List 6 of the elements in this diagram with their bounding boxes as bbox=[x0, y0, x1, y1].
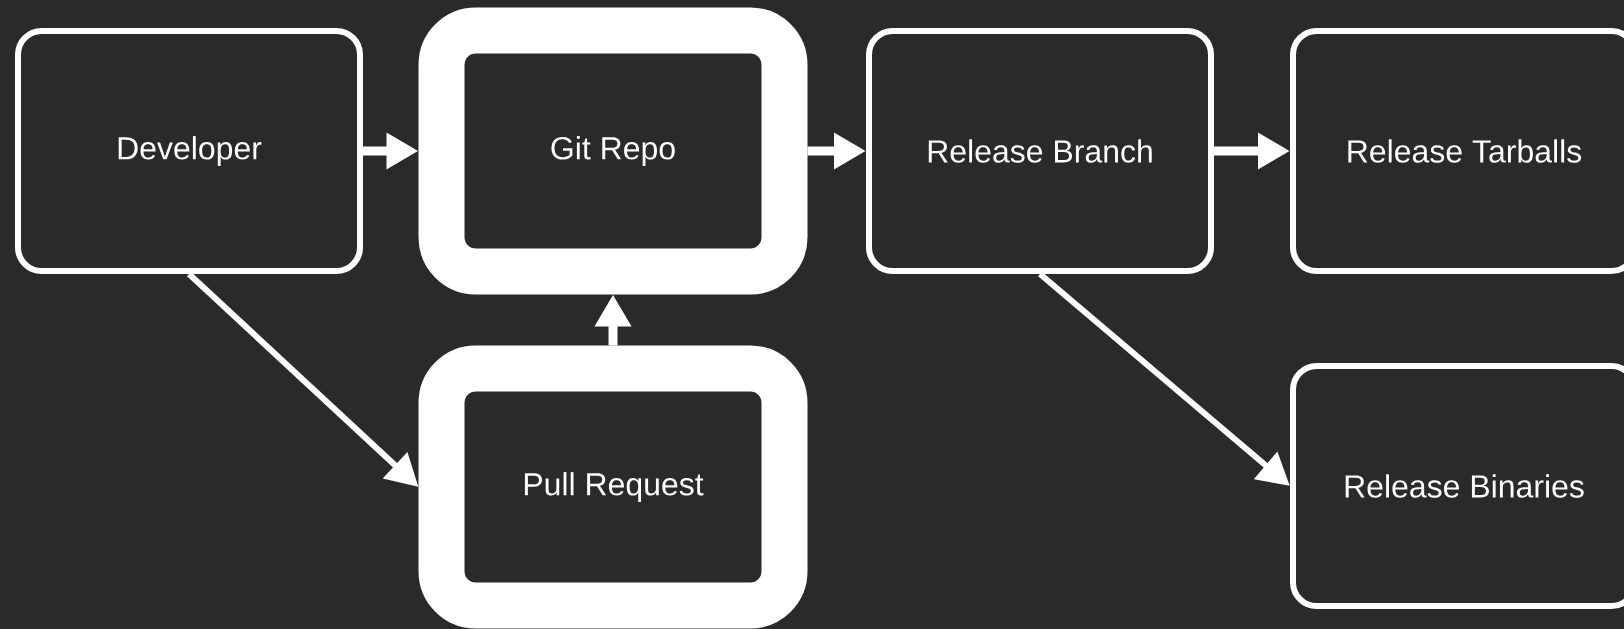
process-box: Release Branch bbox=[866, 28, 1214, 274]
process-box: Release Tarballs bbox=[1290, 28, 1624, 274]
process-box: Pull Request bbox=[418, 345, 808, 629]
process-box: Release Binaries bbox=[1290, 363, 1624, 609]
process-box: Git Repo bbox=[418, 7, 808, 295]
process-box: Developer bbox=[15, 28, 363, 274]
